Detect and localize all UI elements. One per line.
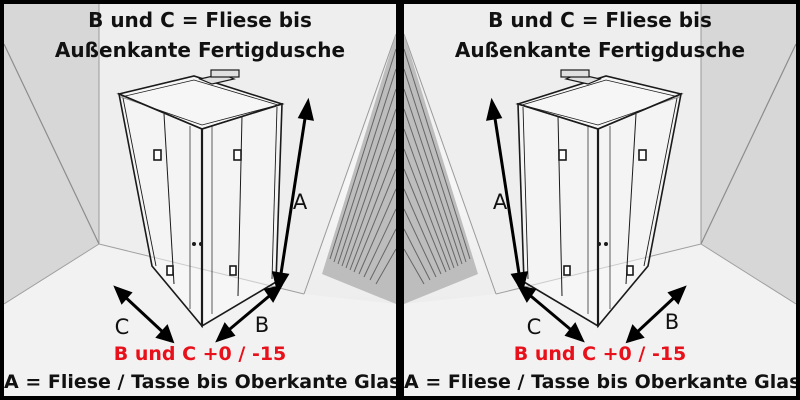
heading-line1: B und C = Fliese bis [88,8,312,32]
right-panel: A B C B und C = Fliese bis Außenkante Fe… [404,4,796,396]
heading-line2: Außenkante Fertigdusche [54,38,346,62]
left-wall [4,4,99,304]
shower-illustration-right: A B C [404,4,796,396]
heading-line1-right: B und C = Fliese bis [488,8,712,32]
left-panel: A B C B und C = Fliese bis Außenkante Fe… [4,4,396,396]
footer-text: A = Fliese / Tasse bis Oberkante Glas [4,371,396,393]
radiator-right [404,34,478,304]
tolerance-text-right: B und C +0 / -15 [513,343,687,365]
heading-line2-right: Außenkante Fertigdusche [454,38,746,62]
measure-arrows-right [486,97,687,344]
tolerance-text: B und C +0 / -15 [113,343,287,365]
dimension-c-label-right: C [527,315,542,339]
dimension-b-label: B [255,313,269,337]
measure-arrows [113,97,314,344]
shower-illustration-left: A B C [4,4,396,396]
dimension-b-label-right: B [665,310,679,334]
shower-head-bracket [198,69,240,85]
shower-enclosure [116,75,285,329]
dimension-a-label: A [293,190,308,214]
dimension-a-label-right: A [493,190,508,214]
radiator [322,34,396,304]
dimension-c-label: C [115,315,130,339]
footer-text-right: A = Fliese / Tasse bis Oberkante Glas [404,371,796,393]
